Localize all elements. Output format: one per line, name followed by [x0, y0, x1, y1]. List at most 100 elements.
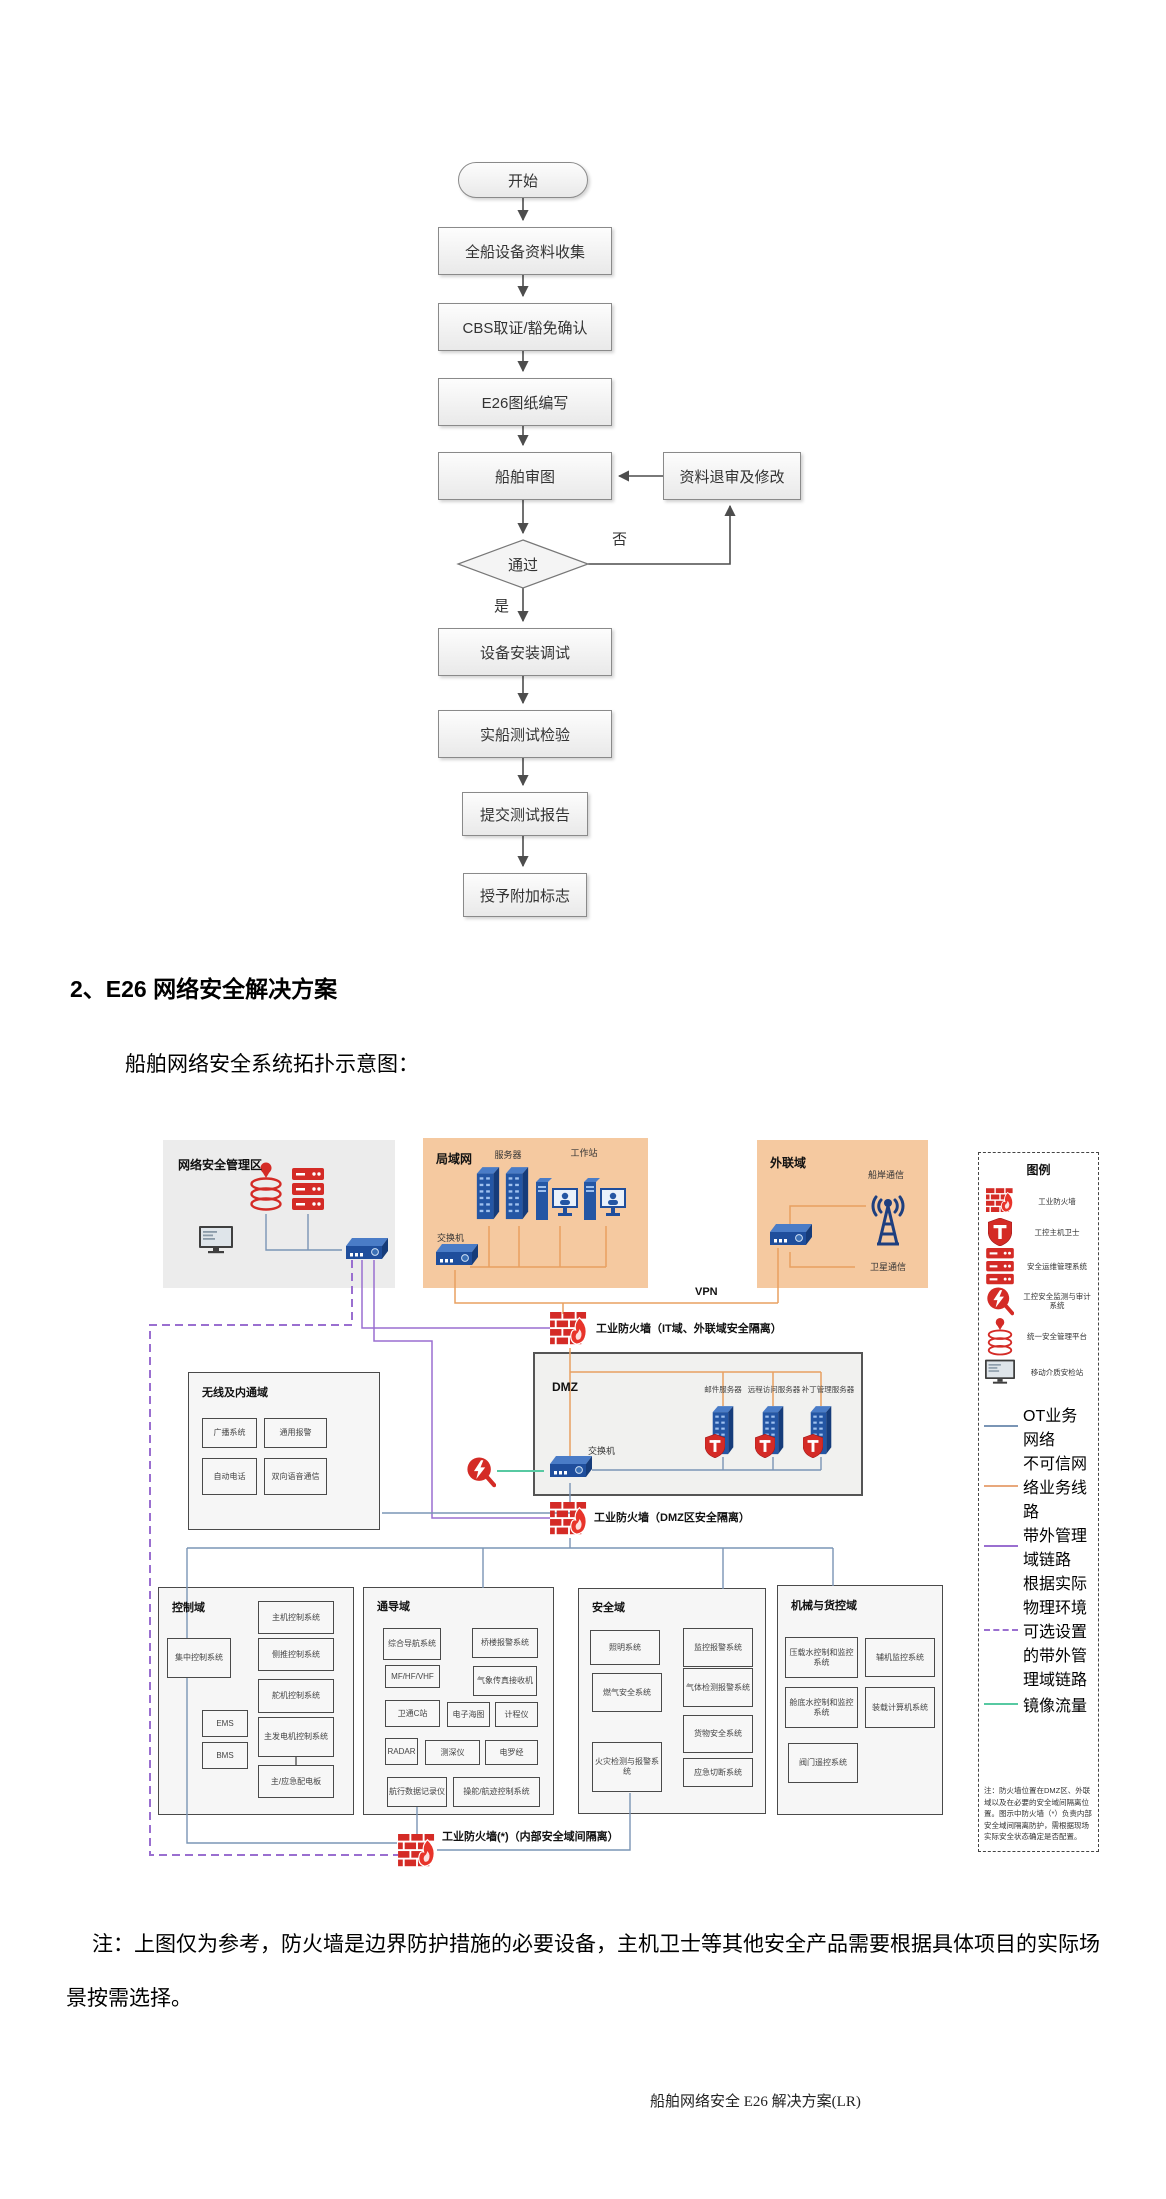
nav-item: 电罗经 — [485, 1740, 538, 1765]
nav-title: 通导域 — [377, 1601, 410, 1613]
legend-lines: OT业务网络 不可信网络业务线路 带外管理域链路 根据实际物理环境可选设置的带外… — [984, 1402, 1093, 1719]
nav-item: 气象传真接收机 — [473, 1666, 537, 1696]
topology-intro: 船舶网络安全系统拓扑示意图： — [125, 1052, 419, 1076]
lan-switch-label: 交换机 — [437, 1233, 465, 1243]
legend-line-label: 带外管理域链路 — [1023, 1527, 1088, 1569]
legend-line-item: OT业务网络 — [984, 1402, 1093, 1450]
zone-title-external: 外联域 — [770, 1156, 807, 1170]
legend-line-item: 镜像流量 — [984, 1690, 1093, 1719]
wireless-item: 广播系统 — [202, 1418, 257, 1448]
shield-icon — [984, 1218, 1016, 1247]
control-item: EMS — [202, 1710, 248, 1737]
line-swatch — [984, 1544, 1018, 1547]
safety-title: 安全域 — [592, 1602, 625, 1614]
zone-title-lan: 局域网 — [436, 1152, 473, 1166]
legend-item-label: 工控安全监测与审计系统 — [1023, 1291, 1091, 1311]
server-stack-icon — [984, 1247, 1016, 1286]
flow-step: 实船测试检验 — [438, 710, 612, 758]
control-item: 主机控制系统 — [258, 1601, 334, 1634]
nav-item: 航行数据记录仪 — [387, 1777, 447, 1807]
line-swatch — [984, 1703, 1018, 1706]
page-footer: 船舶网络安全 E26 解决方案(LR) — [650, 2094, 861, 2110]
safety-item: 燃气安全系统 — [592, 1673, 662, 1712]
legend-item-label: 工控主机卫士 — [1034, 1227, 1080, 1237]
legend-item: 移动介质安检站 — [984, 1357, 1093, 1388]
legend-line-item: 不可信网络业务线路 — [984, 1450, 1093, 1522]
safety-item: 照明系统 — [590, 1630, 660, 1665]
flow-step: 提交测试报告 — [462, 792, 588, 836]
nav-item: 卫通C站 — [385, 1700, 440, 1727]
legend-item: 工业防火墙 — [984, 1186, 1093, 1217]
dmz-server-label: 补丁管理服务器 — [801, 1385, 855, 1394]
nav-item: 测深仪 — [425, 1740, 480, 1765]
page-note: 注：上图仅为参考，防火墙是边界防护措施的必要设备，主机卫士等其他安全产品需要根据… — [66, 1932, 1100, 2010]
safety-item: 火灾检测与报警系统 — [592, 1742, 662, 1792]
machinery-title: 机械与货控域 — [791, 1600, 857, 1612]
audit-icon — [984, 1286, 1016, 1316]
database-icon — [984, 1316, 1016, 1357]
safety-item: 气体检测报警系统 — [683, 1668, 753, 1707]
firewall-internal-label: 工业防火墙(*)（内部安全域间隔离） — [442, 1831, 619, 1843]
legend-line-label: OT业务网络 — [1023, 1407, 1078, 1449]
section-heading: 2、E26 网络安全解决方案 — [70, 976, 338, 1002]
machinery-item: 舱底水控制和监控系统 — [785, 1687, 858, 1728]
legend-item: 工控主机卫士 — [984, 1217, 1093, 1248]
safety-item: 货物安全系统 — [683, 1715, 753, 1753]
dmz-title: DMZ — [552, 1380, 578, 1394]
legend-item-label: 工业防火墙 — [1038, 1196, 1076, 1206]
control-item: 舵机控制系统 — [258, 1679, 334, 1713]
zone-title-mgmt: 网络安全管理区 — [178, 1158, 263, 1172]
safety-item: 应急切断系统 — [683, 1758, 753, 1787]
machinery-item: 压载水控制和监控系统 — [785, 1637, 858, 1678]
nav-item: 操舵/航迹控制系统 — [453, 1777, 540, 1807]
lan-servers-label: 服务器 — [494, 1150, 522, 1160]
control-item: 集中控制系统 — [167, 1638, 231, 1678]
nav-item: 电子海图 — [447, 1702, 490, 1727]
wireless-item: 通用报警 — [264, 1418, 327, 1448]
flow-label-no: 否 — [612, 531, 628, 548]
lan-workstations-label: 工作站 — [570, 1148, 598, 1158]
nav-item: MF/HF/VHF — [385, 1665, 440, 1688]
satellite-label: 卫星通信 — [870, 1262, 907, 1272]
control-item: BMS — [202, 1742, 248, 1769]
wireless-item: 双向语音通信 — [264, 1458, 327, 1495]
legend-title: 图例 — [1026, 1163, 1051, 1177]
flow-step: 设备安装调试 — [438, 628, 612, 676]
legend-line-label: 根据实际物理环境可选设置的带外管理域链路 — [1023, 1575, 1088, 1689]
control-item: 侧推控制系统 — [258, 1638, 334, 1671]
nav-item: 综合导航系统 — [383, 1628, 441, 1660]
line-swatch — [984, 1484, 1018, 1487]
flow-step: 船舶审图 — [438, 452, 612, 500]
wireless-item: 自动电话 — [202, 1458, 257, 1495]
dmz-server-label: 远程访问服务器 — [747, 1385, 801, 1394]
vpn-label: VPN — [695, 1286, 718, 1298]
legend-line-label: 镜像流量 — [1023, 1698, 1088, 1716]
audit-icon — [467, 1457, 494, 1485]
flow-step: CBS取证/豁免确认 — [438, 303, 612, 351]
machinery-item: 装载计算机系统 — [865, 1687, 935, 1728]
legend-item: 安全运维管理系统 — [984, 1247, 1093, 1286]
flow-step: 全船设备资料收集 — [438, 227, 612, 275]
nav-item: RADAR — [385, 1738, 418, 1765]
wireless-title: 无线及内通域 — [202, 1387, 268, 1399]
legend: 图例 工业防火墙 工控主机卫士 安全运维管理系统 工控安全监测与审计系统 统一安… — [978, 1152, 1099, 1852]
legend-item-label: 安全运维管理系统 — [1027, 1262, 1087, 1272]
legend-line-label: 不可信网络业务线路 — [1023, 1455, 1088, 1521]
nav-item: 计程仪 — [495, 1702, 538, 1727]
legend-item: 统一安全管理平台 — [984, 1316, 1093, 1357]
firewall-icon — [398, 1834, 435, 1867]
dmz-switch-label: 交换机 — [588, 1446, 616, 1456]
firewall-icon — [984, 1187, 1016, 1215]
firewall-icon — [550, 1312, 587, 1345]
line-swatch — [984, 1628, 1018, 1631]
control-item: 主/应急配电板 — [258, 1765, 334, 1798]
flow-start: 开始 — [458, 162, 588, 198]
flow-step: E26图纸编写 — [438, 378, 612, 426]
nav-item: 桥楼报警系统 — [472, 1628, 538, 1658]
safety-item: 监控报警系统 — [683, 1628, 753, 1667]
flow-decision: 通过 — [507, 556, 538, 574]
line-swatch — [984, 1424, 1018, 1427]
monitor-icon — [984, 1359, 1016, 1385]
control-title: 控制域 — [172, 1602, 205, 1614]
